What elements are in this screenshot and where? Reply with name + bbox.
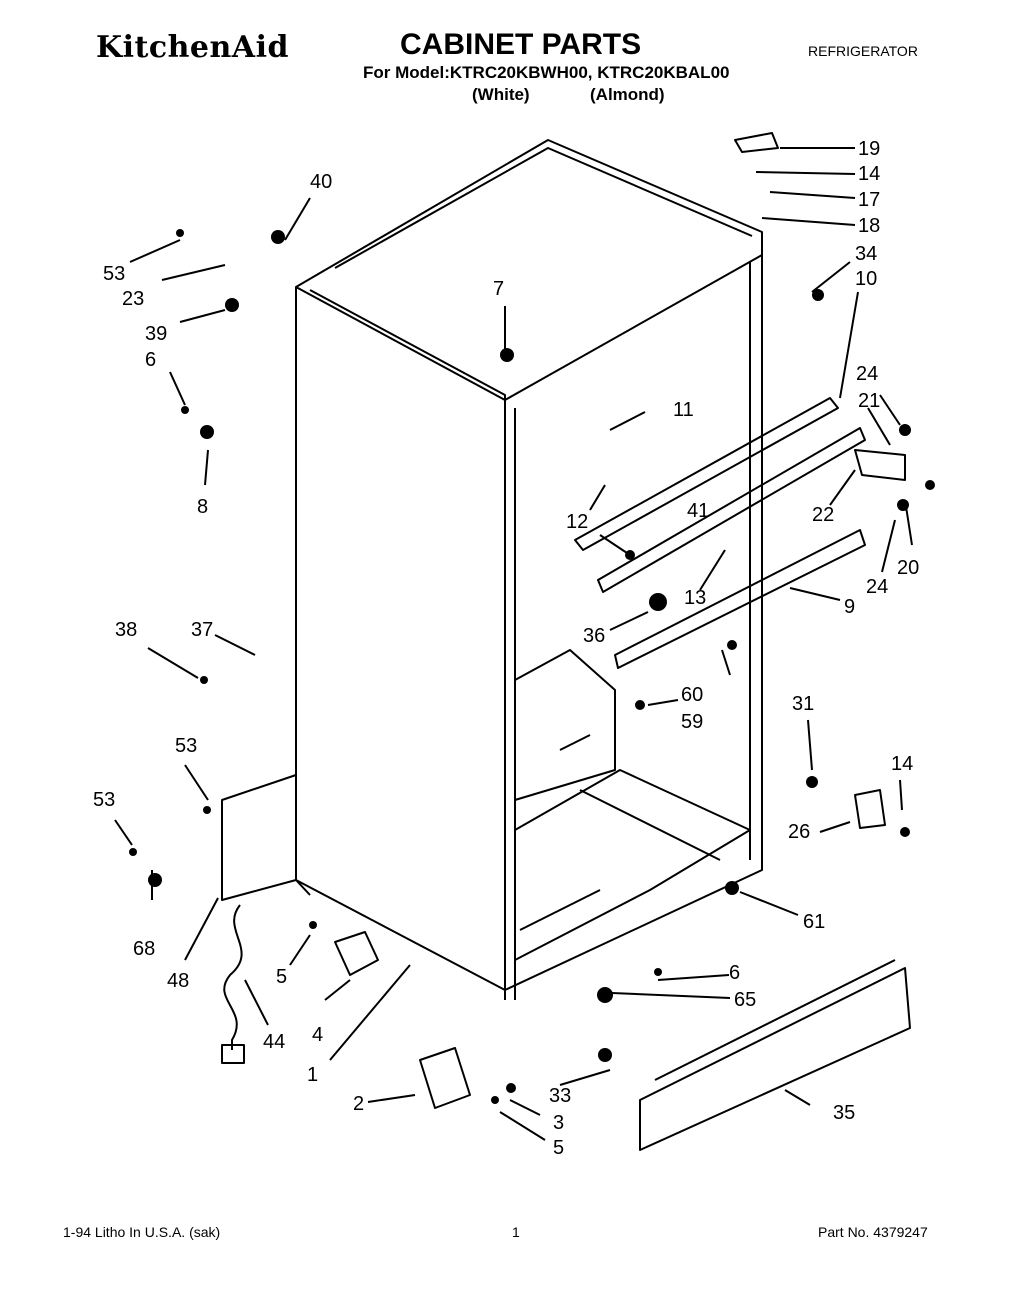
cabinet-outline	[295, 139, 763, 991]
callout-2: 2	[353, 1093, 364, 1115]
bushing-40	[271, 230, 285, 244]
callout-5: 5	[553, 1137, 564, 1159]
screw-41	[625, 550, 635, 560]
callout-53: 53	[93, 789, 115, 811]
top-hinge	[734, 132, 779, 153]
screw-53c	[129, 848, 137, 856]
screw-53a	[176, 229, 184, 237]
callout-41: 41	[687, 500, 709, 522]
stop-34	[812, 289, 824, 301]
appliance-category: REFRIGERATOR	[808, 43, 918, 59]
print-info: 1-94 Litho In U.S.A. (sak)	[63, 1224, 221, 1240]
callout-24: 24	[866, 576, 888, 598]
shim-31	[806, 776, 818, 788]
variant-almond: (Almond)	[590, 85, 665, 104]
callout-22: 22	[812, 504, 834, 526]
callout-10: 10	[855, 268, 877, 290]
callout-60: 60	[681, 684, 703, 706]
screw-59	[635, 700, 645, 710]
callout-38: 38	[115, 619, 137, 641]
callout-8: 8	[197, 496, 208, 518]
callout-65: 65	[734, 989, 756, 1011]
bracket-61	[725, 881, 739, 895]
callout-6: 6	[145, 349, 156, 371]
callout-3: 3	[553, 1112, 564, 1134]
callout-59: 59	[681, 711, 703, 733]
callout-40: 40	[310, 171, 332, 193]
callout-36: 36	[583, 625, 605, 647]
callout-48: 48	[167, 970, 189, 992]
clip-33	[598, 1048, 612, 1062]
part-number: Part No. 4379247	[818, 1224, 928, 1240]
screw-53b	[203, 806, 211, 814]
rear-access-panel	[221, 774, 297, 901]
callout-18: 18	[858, 215, 880, 237]
callout-14: 14	[891, 753, 913, 775]
callout-11: 11	[673, 399, 694, 421]
screw-14b	[900, 827, 910, 837]
rail-10	[574, 397, 839, 551]
nut-3	[506, 1083, 516, 1093]
callout-12: 12	[566, 511, 588, 533]
leveling-leg-2	[419, 1047, 471, 1109]
bracket-8	[200, 425, 214, 439]
callout-7: 7	[493, 278, 504, 300]
screw-6b	[654, 968, 662, 976]
callout-39: 39	[145, 323, 167, 345]
callout-53: 53	[103, 263, 125, 285]
callout-35: 35	[833, 1102, 855, 1124]
callout-4: 4	[312, 1024, 323, 1046]
screw-6a	[181, 406, 189, 414]
cabinet-front-edge	[295, 286, 506, 990]
callout-26: 26	[788, 821, 810, 843]
washer-24b	[897, 499, 909, 511]
callout-21: 21	[858, 390, 880, 412]
callout-6: 6	[729, 962, 740, 984]
rail-13	[597, 427, 866, 593]
compressor-compartment	[514, 649, 616, 801]
callout-23: 23	[122, 288, 144, 310]
callout-68: 68	[133, 938, 155, 960]
screw-38	[200, 676, 208, 684]
screw-5b	[491, 1096, 499, 1104]
washer-24a	[899, 424, 911, 436]
callout-37: 37	[191, 619, 213, 641]
callout-5: 5	[276, 966, 287, 988]
leveling-leg-4	[334, 931, 379, 976]
spacer-39	[225, 298, 239, 312]
toe-grille	[639, 967, 911, 1151]
screw-60	[727, 640, 737, 650]
callout-61: 61	[803, 911, 825, 933]
screw-20	[925, 480, 935, 490]
callout-34: 34	[855, 243, 877, 265]
callout-44: 44	[263, 1031, 285, 1053]
callout-20: 20	[897, 557, 919, 579]
callout-24: 24	[856, 363, 878, 385]
page-number: 1	[512, 1224, 520, 1240]
plug-36	[649, 593, 667, 611]
model-line: For Model:KTRC20KBWH00, KTRC20KBAL00	[363, 63, 730, 82]
variant-white: (White)	[472, 85, 530, 104]
callout-31: 31	[792, 693, 814, 715]
callout-9: 9	[844, 596, 855, 618]
screw-5a	[309, 921, 317, 929]
bottom-hinge	[854, 789, 886, 829]
power-cord	[223, 904, 243, 1050]
callout-53: 53	[175, 735, 197, 757]
callout-14: 14	[858, 163, 880, 185]
page-title: CABINET PARTS	[400, 28, 642, 61]
bracket-68	[148, 873, 162, 887]
callout-13: 13	[684, 587, 706, 609]
callout-19: 19	[858, 138, 880, 160]
rail-9	[614, 529, 866, 669]
grommet-7	[500, 348, 514, 362]
callout-1: 1	[307, 1064, 318, 1086]
bracket-65	[597, 987, 613, 1003]
callout-33: 33	[549, 1085, 571, 1107]
callout-17: 17	[858, 189, 880, 211]
brand-logo: KitchenAid	[96, 30, 289, 65]
